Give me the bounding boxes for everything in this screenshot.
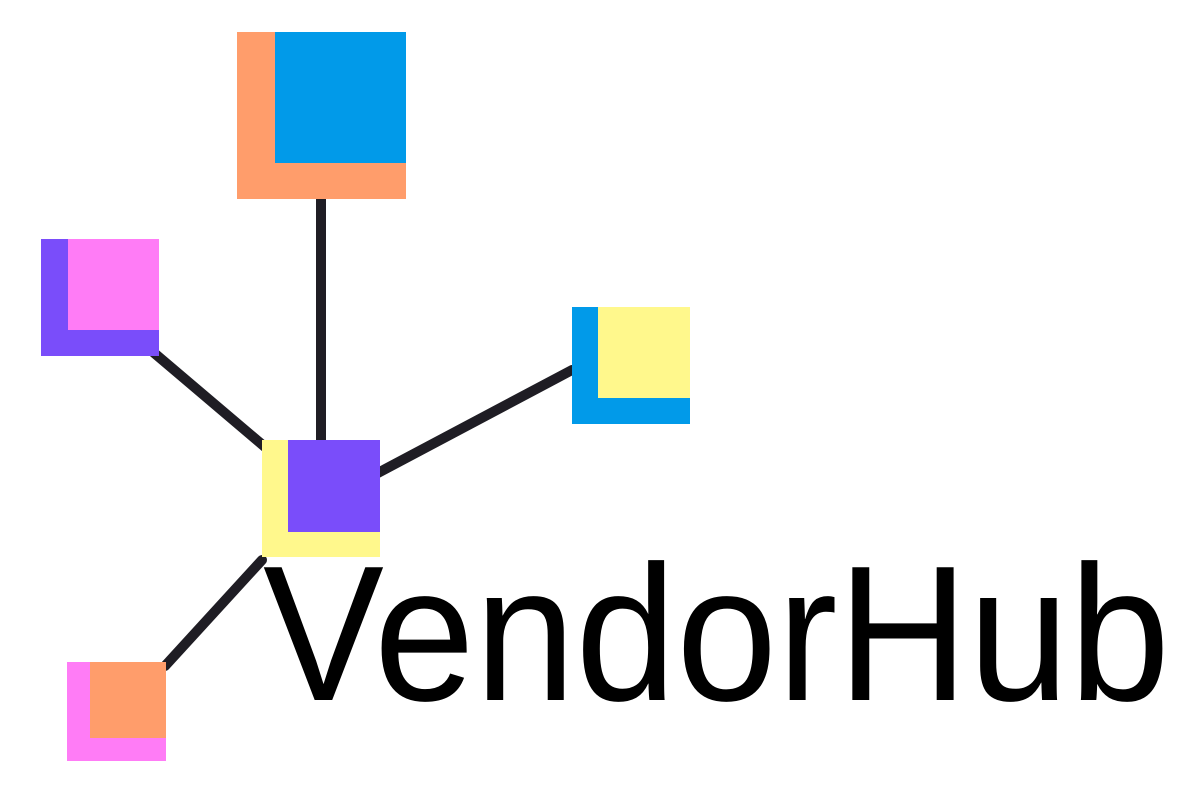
node-left [41, 239, 159, 356]
node-center-front-square [288, 440, 380, 532]
node-bottom-left [67, 662, 166, 761]
node-top [237, 32, 406, 199]
node-right [572, 307, 690, 424]
node-top-front-square [275, 32, 406, 163]
connector-line-left [148, 347, 270, 452]
brand-wordmark: VendorHub [263, 525, 1170, 741]
node-bottom-left-front-square [90, 662, 166, 738]
node-right-front-square [598, 307, 690, 398]
connector-lines [148, 193, 577, 671]
node-left-front-square [68, 239, 159, 330]
node-center [262, 440, 380, 557]
connector-line-right [371, 365, 577, 479]
connector-line-bottom-left [160, 555, 267, 671]
